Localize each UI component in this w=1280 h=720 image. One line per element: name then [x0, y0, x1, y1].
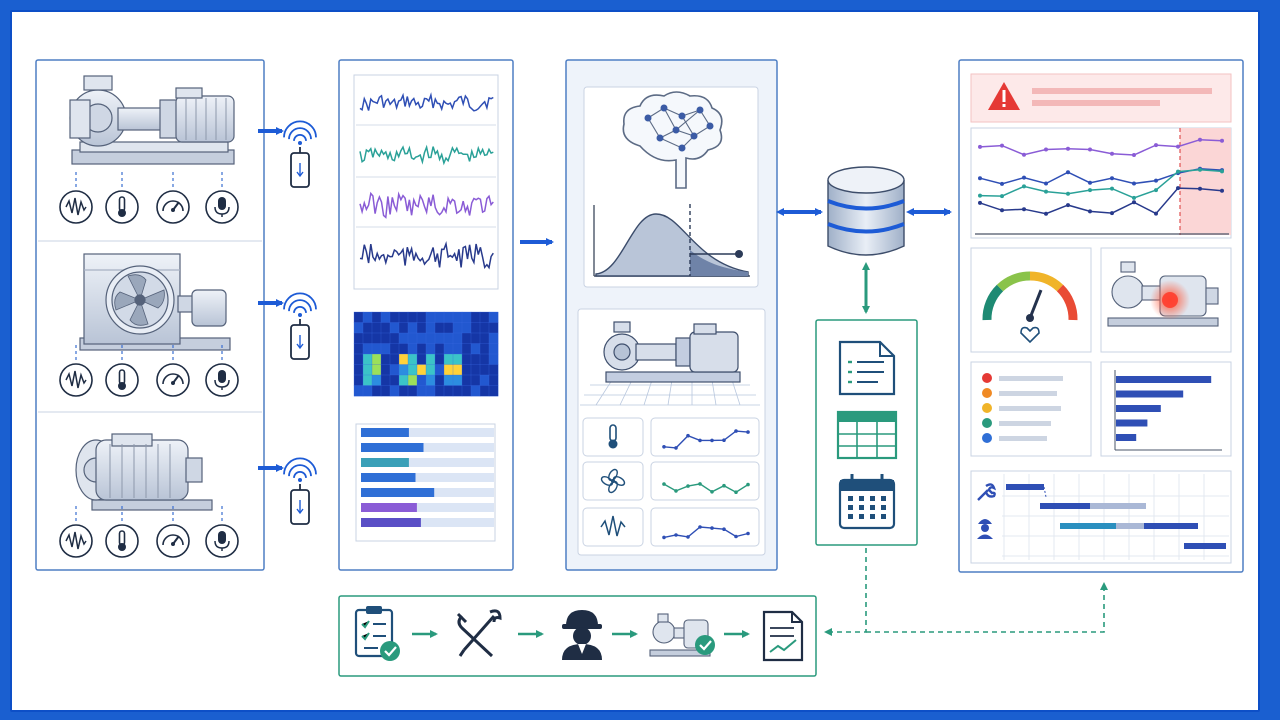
- temperature-sensor-icon: [105, 524, 139, 558]
- alarm-item-2: [982, 388, 1057, 398]
- brain-network-icon: [622, 91, 723, 189]
- twin-trend-airflow: [662, 482, 750, 495]
- feature-bar-7: [361, 518, 494, 527]
- gauge-needle: [1028, 289, 1043, 319]
- temperature-sensor-icon: [105, 363, 139, 397]
- temperature-icon: [608, 424, 618, 449]
- spectrogram-heatmap: [353, 311, 499, 397]
- acoustic-sensor-icon: [205, 363, 239, 397]
- ranking-bar-2: [1116, 390, 1184, 398]
- alarm-item-3: [982, 403, 1061, 413]
- ranking-bar-5: [1116, 434, 1137, 441]
- signal-trace-4: [359, 241, 494, 270]
- wireless-sensor-2-icon: [283, 292, 317, 360]
- database-icon: [827, 166, 905, 256]
- vibration-sensor-icon: [59, 190, 93, 224]
- machine-to-gateway-arrows: [258, 127, 284, 472]
- fan-unit-icon: [79, 253, 231, 351]
- pressure-sensor-icon: [156, 190, 190, 224]
- sensor-row-fan-unit: [59, 342, 239, 397]
- heart-rate-icon: [1020, 326, 1040, 344]
- twin-trend-vibration: [662, 525, 750, 540]
- acoustic-sensor-icon: [205, 190, 239, 224]
- twin-row-airflow: [582, 461, 760, 501]
- ranking-bar-1: [1116, 376, 1212, 383]
- feedback-loop-lines: [824, 548, 1108, 636]
- vibration-sensor-icon: [59, 363, 93, 397]
- feature-bar-1: [361, 428, 494, 437]
- sensor-row-electric-motor: [59, 503, 239, 558]
- signal-trace-3: [356, 191, 496, 228]
- spreadsheet-icon: [836, 410, 898, 460]
- pump-ok-icon: [649, 613, 715, 657]
- twin-row-temperature: [582, 417, 760, 457]
- anomaly-distribution-chart: [593, 204, 750, 277]
- centrifugal-pump-icon: [69, 75, 235, 165]
- signal-trace-2: [356, 144, 496, 178]
- trend-chart-box: [970, 127, 1232, 239]
- wrench-icon: [977, 483, 997, 501]
- feature-bar-5: [361, 488, 494, 497]
- technician-icon: [562, 610, 602, 660]
- acoustic-sensor-icon: [205, 524, 239, 558]
- ranking-bar-3: [1116, 405, 1161, 412]
- wireless-sensor-1-icon: [283, 120, 317, 188]
- alarm-item-4: [982, 418, 1051, 428]
- technician-small-icon: [977, 519, 993, 539]
- report-icon: [762, 610, 804, 662]
- feature-bar-3: [361, 458, 494, 467]
- checklist-icon: [354, 606, 400, 661]
- pressure-sensor-icon: [156, 524, 190, 558]
- twin-row-vibration: [582, 507, 760, 547]
- ranking-bar-4: [1116, 419, 1148, 427]
- twin-trend-temperature: [662, 429, 750, 450]
- alarm-item-5: [982, 433, 1047, 443]
- feature-bar-4: [361, 473, 494, 482]
- document-icon: [838, 340, 896, 396]
- digital-twin-pump-icon: [580, 321, 760, 406]
- feature-bar-6: [361, 503, 494, 512]
- electric-motor-icon: [75, 433, 213, 511]
- airflow-icon: [600, 468, 626, 494]
- alarm-item-1: [982, 373, 1063, 383]
- maintenance-schedule-box: [970, 470, 1232, 564]
- signal-trace-1: [356, 92, 496, 126]
- calendar-icon: [838, 474, 896, 530]
- sensor-row-centrifugal-pump: [59, 169, 239, 224]
- trend-series-1: [978, 137, 1224, 157]
- temperature-sensor-icon: [105, 190, 139, 224]
- tools-icon: [456, 609, 502, 658]
- hotspot-machine-box: [1100, 247, 1232, 353]
- vibration-icon: [600, 515, 626, 537]
- alert-banner: [970, 73, 1232, 123]
- wireless-sensor-3-icon: [283, 457, 317, 525]
- trend-series-3: [978, 167, 1224, 200]
- pressure-sensor-icon: [156, 363, 190, 397]
- health-gauge-box: [970, 247, 1092, 353]
- trend-series-4: [978, 186, 1224, 216]
- feature-bar-2: [361, 443, 494, 452]
- vibration-sensor-icon: [59, 524, 93, 558]
